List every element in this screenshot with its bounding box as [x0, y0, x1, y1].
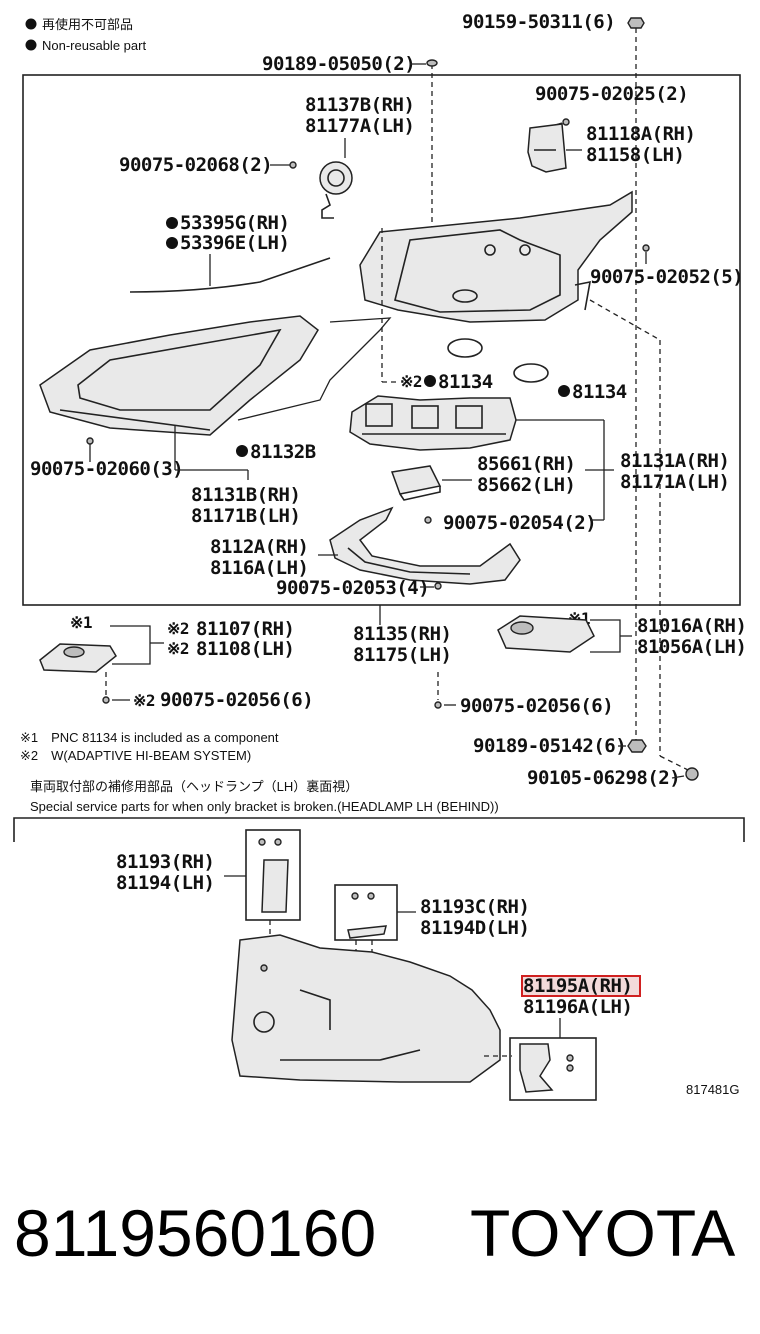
- section-title-jp: 車両取付部の補修用部品（ヘッドランプ（LH）裏面視）: [30, 779, 358, 794]
- label-81171a: 81171A(LH): [620, 471, 729, 493]
- label-81118a: 81118A(RH): [586, 123, 695, 145]
- label-8112a: 8112A(RH): [210, 536, 308, 558]
- seal-strip-part: [129, 257, 331, 293]
- note-1: ※1 PNC 81134 is included as a component: [20, 730, 279, 745]
- label-81171b: 81171B(LH): [191, 505, 300, 527]
- label-81107: 81107(RH): [196, 618, 294, 640]
- bolt-icon: [685, 767, 699, 781]
- socket-seal-part: [447, 338, 483, 358]
- mark-2: ※2: [167, 639, 189, 658]
- mark-2: ※2: [400, 372, 422, 391]
- footer-part-number: 8119560160: [14, 1196, 376, 1270]
- non-reusable-bullet-icon: [166, 217, 178, 229]
- label-90075-02054: 90075-02054(2): [443, 512, 596, 534]
- highlight-box: [521, 975, 641, 997]
- bolt-icon: [627, 17, 645, 29]
- label-81193: 81193(RH): [116, 851, 214, 873]
- ballast-cover-part: [39, 643, 117, 673]
- label-81108: 81108(LH): [196, 638, 294, 660]
- diagram-code: 817481G: [686, 1082, 740, 1097]
- label-85661: 85661(RH): [477, 453, 575, 475]
- label-90159: 90159-50311(6): [462, 11, 615, 33]
- label-90075-02052: 90075-02052(5): [590, 266, 743, 288]
- ballast-module-part: [497, 615, 595, 653]
- assembly-frame: [22, 74, 741, 606]
- bracket-part-81193c: [347, 892, 387, 939]
- label-81177a: 81177A(LH): [305, 115, 414, 137]
- label-81193c: 81193C(RH): [420, 896, 529, 918]
- bracket-part-81193: [258, 838, 289, 913]
- bracket-box-81195a: [509, 1037, 597, 1101]
- headlamp-lens-part: [39, 315, 319, 436]
- label-53395g: 53395G(RH): [180, 212, 289, 234]
- label-81134-b: 81134: [572, 381, 627, 403]
- label-53396e: 53396E(LH): [180, 232, 289, 254]
- label-90105: 90105-06298(2): [527, 767, 680, 789]
- mark-2: ※2: [133, 691, 155, 710]
- label-81056a: 81056A(LH): [637, 636, 746, 658]
- label-81134-a: 81134: [438, 371, 493, 393]
- section-bracket: [13, 817, 745, 842]
- label-81132b: 81132B: [250, 441, 316, 463]
- label-81131a: 81131A(RH): [620, 450, 729, 472]
- label-90075-02060: 90075-02060(3): [30, 458, 183, 480]
- bracket-box-81193: [245, 829, 301, 921]
- screw-icon: [426, 59, 438, 67]
- screw-icon: [562, 118, 570, 126]
- label-81175: 81175(LH): [353, 644, 451, 666]
- label-85662: 85662(LH): [477, 474, 575, 496]
- label-90075-02053: 90075-02053(4): [276, 577, 429, 599]
- section-title-en: Special service parts for when only brac…: [30, 799, 499, 814]
- bracket-part-81195a: [519, 1043, 574, 1093]
- label-81158: 81158(LH): [586, 144, 684, 166]
- nut-icon: [627, 739, 647, 753]
- non-reusable-bullet-icon: [424, 375, 436, 387]
- headlamp-housing-part: [359, 190, 633, 323]
- label-81016a: 81016A(RH): [637, 615, 746, 637]
- label-81137b: 81137B(RH): [305, 94, 414, 116]
- label-81131b: 81131B(RH): [191, 484, 300, 506]
- label-81135: 81135(RH): [353, 623, 451, 645]
- non-reusable-bullet-icon: [25, 18, 37, 30]
- footer-brand: TOYOTA: [470, 1196, 735, 1270]
- label-90189-05142: 90189-05142(6): [473, 735, 626, 757]
- label-90189-a: 90189-05050(2): [262, 53, 415, 75]
- light-guide-part: [329, 506, 521, 585]
- non-reusable-bullet-icon: [236, 445, 248, 457]
- legend-jp: 再使用不可部品: [42, 17, 133, 32]
- reflector-unit-part: [349, 395, 517, 451]
- label-81194d: 81194D(LH): [420, 917, 529, 939]
- label-90075-02025: 90075-02025(2): [535, 83, 688, 105]
- mark-2: ※2: [167, 619, 189, 638]
- headlamp-back-housing-part: [231, 934, 501, 1083]
- non-reusable-bullet-icon: [558, 385, 570, 397]
- label-90075-02056-a: 90075-02056(6): [160, 689, 313, 711]
- label-81196a: 81196A(LH): [523, 996, 632, 1018]
- control-module-part: [390, 465, 442, 501]
- label-81195a: 81195A(RH): [523, 975, 632, 997]
- note-2: ※2 W(ADAPTIVE HI-BEAM SYSTEM): [20, 748, 251, 763]
- legend-en: Non-reusable part: [42, 38, 146, 53]
- bracket-part-81118a: [527, 123, 567, 173]
- gasket-line: [237, 317, 392, 421]
- label-90075-02068: 90075-02068(2): [119, 154, 272, 176]
- mark-1: ※1: [70, 613, 92, 632]
- label-81194: 81194(LH): [116, 872, 214, 894]
- label-8116a: 8116A(LH): [210, 557, 308, 579]
- non-reusable-bullet-icon: [166, 237, 178, 249]
- non-reusable-bullet-icon: [25, 39, 37, 51]
- leveling-motor-part: [319, 161, 353, 219]
- socket-seal-part: [513, 363, 549, 383]
- label-90075-02056-b: 90075-02056(6): [460, 695, 613, 717]
